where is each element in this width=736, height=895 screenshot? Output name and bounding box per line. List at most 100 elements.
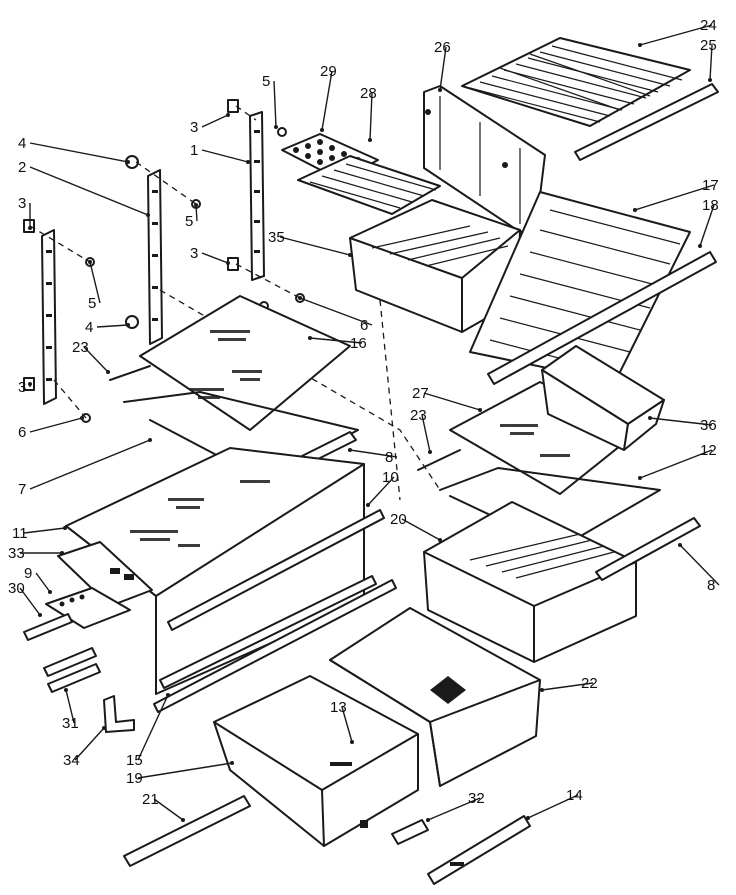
callout-arrowhead-c5b — [194, 203, 198, 207]
callout-number-c8a: 8 — [385, 449, 393, 466]
callout-leader-c14 — [527, 794, 579, 819]
callout-number-c22: 22 — [581, 675, 598, 692]
callout-arrowhead-c15 — [166, 693, 170, 697]
callout-number-c20: 20 — [390, 511, 407, 528]
callout-number-c1: 1 — [190, 142, 198, 159]
callout-number-c23b: 23 — [410, 407, 427, 424]
callout-leader-c10 — [367, 476, 395, 506]
callout-arrowhead-c20 — [438, 538, 442, 542]
callout-number-c9: 9 — [24, 565, 32, 582]
callout-arrowhead-c33 — [60, 551, 64, 555]
callout-number-c2: 2 — [18, 159, 26, 176]
callout-number-c3a: 3 — [18, 195, 26, 212]
callout-leader-c22 — [541, 682, 594, 691]
callout-leader-c30 — [19, 587, 41, 616]
callout-number-c34: 34 — [63, 752, 80, 769]
callout-number-c32: 32 — [468, 790, 485, 807]
callout-number-c13: 13 — [330, 699, 347, 716]
callout-number-c16: 16 — [350, 335, 367, 352]
callout-number-c3b: 3 — [190, 119, 198, 136]
callout-leader-c26 — [439, 46, 447, 91]
shelf-rail-upper — [574, 83, 719, 161]
callout-leader-c23a — [83, 346, 109, 373]
callout-number-c18: 18 — [702, 197, 719, 214]
crisper-frame-rails — [153, 509, 397, 713]
shelf-ladder-left — [41, 229, 57, 405]
crisper-trim — [427, 815, 531, 885]
callout-leader-c18 — [699, 204, 715, 247]
pan-rail-bottom — [123, 795, 251, 867]
callout-leader-c6b — [29, 417, 83, 433]
callout-arrowhead-c31 — [64, 688, 68, 692]
shelf-rail-middle — [487, 251, 717, 385]
callout-leader-c17 — [634, 184, 715, 211]
callout-number-c15: 15 — [126, 752, 143, 769]
callout-arrowhead-c27 — [478, 408, 482, 412]
callout-leader-c35 — [279, 236, 351, 256]
callout-arrowhead-c3d — [28, 382, 32, 386]
meat-pan-rail — [595, 517, 701, 581]
callout-arrowhead-c5a — [274, 125, 278, 129]
callout-leader-c15 — [137, 694, 169, 761]
callout-number-c6a: 6 — [360, 317, 368, 334]
callout-arrowhead-c16 — [308, 336, 312, 340]
callout-number-c4a: 4 — [18, 135, 26, 152]
callout-arrowhead-c17 — [633, 208, 637, 212]
wire-shelf-middle — [469, 191, 691, 383]
callout-arrowhead-c4a — [126, 160, 130, 164]
callout-leader-c1 — [201, 149, 249, 163]
callout-number-c35: 35 — [268, 229, 285, 246]
callout-arrowhead-c6b — [80, 416, 84, 420]
callout-arrowhead-c3b — [226, 113, 230, 117]
callout-leader-c25 — [709, 44, 713, 81]
callout-leader-c32 — [427, 797, 481, 821]
callout-leader-c23b — [421, 414, 431, 453]
callout-leader-c13 — [341, 706, 353, 743]
callout-number-c21: 21 — [142, 791, 159, 808]
callout-number-c5b: 5 — [185, 213, 193, 230]
callout-leader-c21 — [153, 798, 184, 821]
callout-leader-c19 — [137, 762, 233, 779]
callout-number-c5c: 5 — [88, 295, 96, 312]
callout-leader-c7 — [29, 439, 151, 490]
callout-leader-c2 — [29, 166, 149, 216]
callout-leader-c6a — [299, 297, 373, 326]
meat-pan — [423, 501, 637, 663]
shelf-ladder-right — [249, 111, 265, 281]
callout-arrowhead-c3a — [28, 226, 32, 230]
callout-arrowhead-c29 — [320, 128, 324, 132]
callout-arrowhead-c32 — [426, 818, 430, 822]
crisper-clip — [103, 695, 135, 733]
callout-arrowhead-c22 — [540, 688, 544, 692]
callout-number-c19: 19 — [126, 770, 143, 787]
callout-leader-c24 — [639, 24, 713, 46]
callout-arrowhead-c8b — [678, 543, 682, 547]
callout-number-c33: 33 — [8, 545, 25, 562]
callout-arrowhead-c26 — [438, 88, 442, 92]
callout-number-c17: 17 — [702, 177, 719, 194]
callout-number-c28: 28 — [360, 85, 377, 102]
callout-leader-c3c — [201, 252, 229, 264]
glass-shelf-upper — [139, 295, 351, 431]
callout-number-c25: 25 — [700, 37, 717, 54]
shelf-ladder-center — [147, 169, 163, 345]
callout-arrowhead-c19 — [230, 761, 234, 765]
callout-number-c23a: 23 — [72, 339, 89, 356]
callout-number-c3d: 3 — [18, 379, 26, 396]
callout-number-c12: 12 — [700, 442, 717, 459]
ice-tray-rack — [297, 155, 441, 215]
callout-leader-c4b — [96, 324, 129, 328]
callout-arrowhead-c12 — [638, 476, 642, 480]
callout-arrowhead-c1 — [246, 160, 250, 164]
callout-arrowhead-c13 — [350, 740, 354, 744]
callout-number-c6b: 6 — [18, 424, 26, 441]
trim-clip — [391, 819, 429, 845]
callout-leader-c5b — [195, 204, 198, 222]
callout-leader-c5c — [89, 261, 101, 304]
callout-number-c10: 10 — [382, 469, 399, 486]
callout-leader-c5a — [273, 80, 277, 128]
callout-number-c26: 26 — [434, 39, 451, 56]
callout-leader-c11 — [23, 527, 66, 534]
callout-leader-c29 — [321, 70, 333, 131]
